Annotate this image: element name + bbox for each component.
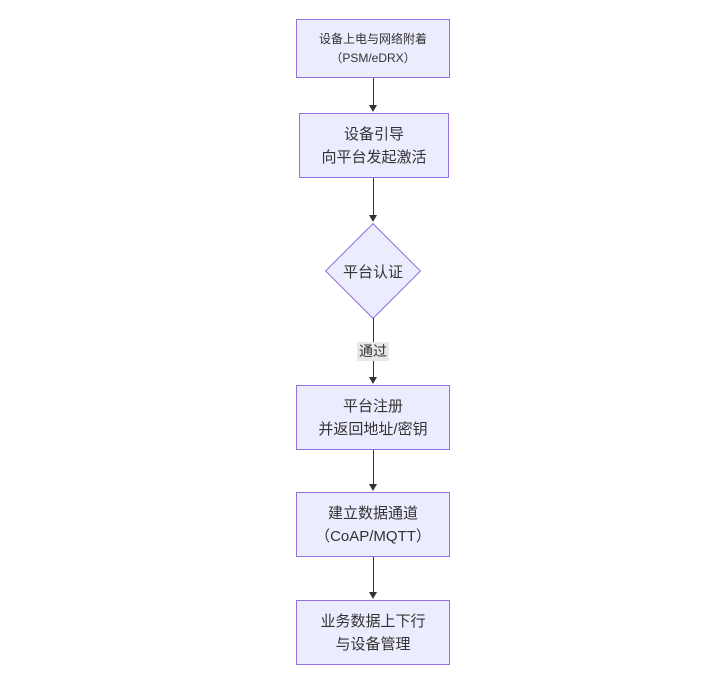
node-data-channel: 建立数据通道 （CoAP/MQTT） — [296, 492, 450, 557]
arrowhead-icon — [368, 215, 377, 222]
node-text-line: （CoAP/MQTT） — [315, 527, 431, 545]
arrow-edge — [368, 450, 378, 491]
node-platform-auth-decision: 平台认证 — [324, 222, 422, 320]
node-platform-register: 平台注册 并返回地址/密钥 — [296, 385, 450, 450]
node-business-data: 业务数据上下行 与设备管理 — [296, 600, 450, 665]
node-text-line: 设备引导 — [343, 125, 404, 143]
arrow-edge — [368, 78, 378, 112]
arrowhead-icon — [368, 377, 377, 384]
node-text-line: 并返回地址/密钥 — [318, 420, 428, 438]
node-text-line: 与设备管理 — [335, 635, 411, 653]
arrowhead-icon — [368, 105, 377, 112]
node-text-line: （PSM/eDRX） — [330, 50, 416, 65]
edge-line — [372, 450, 374, 485]
node-text-line: 业务数据上下行 — [320, 612, 426, 630]
edge-line — [372, 78, 374, 106]
node-text-line: 向平台发起激活 — [321, 148, 427, 166]
edge-line — [372, 557, 374, 593]
edge-line — [372, 178, 374, 216]
arrow-edge — [368, 557, 378, 599]
node-device-bootstrap: 设备引导 向平台发起激活 — [299, 113, 449, 178]
arrow-edge — [368, 178, 378, 222]
node-text-line: 设备上电与网络附着 — [318, 31, 427, 46]
node-text-line: 建立数据通道 — [327, 504, 418, 522]
node-power-network-attach: 设备上电与网络附着 （PSM/eDRX） — [296, 19, 450, 78]
arrowhead-icon — [368, 592, 377, 599]
arrowhead-icon — [368, 484, 377, 491]
edge-label-pass: 通过 — [357, 342, 389, 361]
node-text-line: 平台注册 — [342, 397, 403, 415]
node-text-line: 平台认证 — [342, 263, 403, 281]
